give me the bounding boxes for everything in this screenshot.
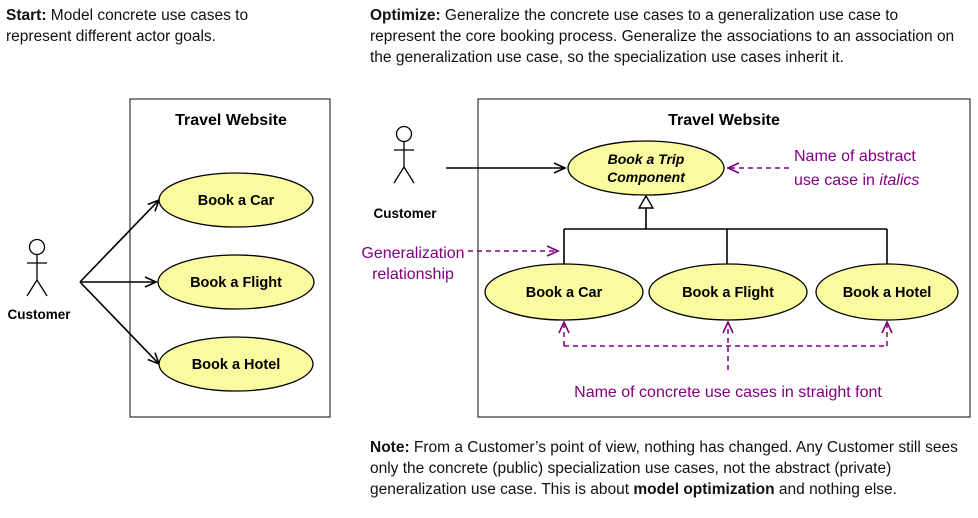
generalization-annotation-line1: Generalization xyxy=(361,245,464,262)
right-actor-label: Customer xyxy=(373,206,437,221)
note-emphasis: model optimization xyxy=(633,481,775,498)
note-text-1: From a Customer’s point of view, nothing… xyxy=(370,439,958,498)
concrete-annotation-bracket xyxy=(558,320,893,370)
generalization-tree xyxy=(563,194,888,265)
abstract-use-case-line1: Book a Trip xyxy=(608,151,685,167)
abstract-annotation-italics: italics xyxy=(879,172,919,189)
left-use-case-car-label: Book a Car xyxy=(198,193,275,209)
concrete-annotation-label: Name of concrete use cases in straight f… xyxy=(574,384,882,401)
left-diagram: Travel Website Customer Book a Car Book … xyxy=(7,98,331,418)
optimize-lead: Optimize: xyxy=(370,7,441,24)
right-use-case-flight: Book a Flight xyxy=(648,263,808,321)
optimize-paragraph: Optimize: Generalize the concrete use ca… xyxy=(370,5,960,68)
note-lead: Note: xyxy=(370,439,410,456)
generalization-annotation-line2: relationship xyxy=(372,266,454,283)
left-actor-icon xyxy=(26,238,48,297)
left-use-case-flight-label: Book a Flight xyxy=(190,275,282,291)
note-text-2: and nothing else. xyxy=(774,481,897,498)
right-diagram: Travel Website Customer Book a Trip Comp… xyxy=(361,98,971,418)
left-use-case-flight: Book a Flight xyxy=(157,254,315,310)
right-use-case-hotel-label: Book a Hotel xyxy=(843,285,932,301)
start-lead: Start: xyxy=(6,7,47,24)
left-use-case-hotel-label: Book a Hotel xyxy=(192,357,281,373)
left-use-case-hotel: Book a Hotel xyxy=(158,336,314,392)
optimize-text: Generalize the concrete use cases to a g… xyxy=(370,7,955,66)
right-system-boundary xyxy=(477,98,971,418)
right-use-case-car-label: Book a Car xyxy=(526,285,603,301)
right-actor-icon xyxy=(393,125,415,184)
left-actor-label: Customer xyxy=(7,307,71,322)
abstract-annotation-prefix: use case in xyxy=(794,172,879,189)
left-system-title: Travel Website xyxy=(175,112,287,129)
start-paragraph: Start: Model concrete use cases to repre… xyxy=(6,5,306,47)
left-associations xyxy=(79,198,161,366)
right-use-case-flight-label: Book a Flight xyxy=(682,285,774,301)
abstract-use-case-line2: Component xyxy=(607,169,686,185)
note-paragraph: Note: From a Customer’s point of view, n… xyxy=(370,437,970,500)
abstract-annotation-line2: use case in italics xyxy=(794,172,919,189)
right-use-case-car: Book a Car xyxy=(484,263,644,321)
start-text: Model concrete use cases to represent di… xyxy=(6,7,249,45)
right-system-title: Travel Website xyxy=(668,112,780,129)
right-use-case-hotel: Book a Hotel xyxy=(815,263,959,321)
left-use-case-car: Book a Car xyxy=(158,172,314,228)
abstract-use-case: Book a Trip Component xyxy=(567,140,725,196)
abstract-annotation-line1: Name of abstract xyxy=(794,148,916,165)
